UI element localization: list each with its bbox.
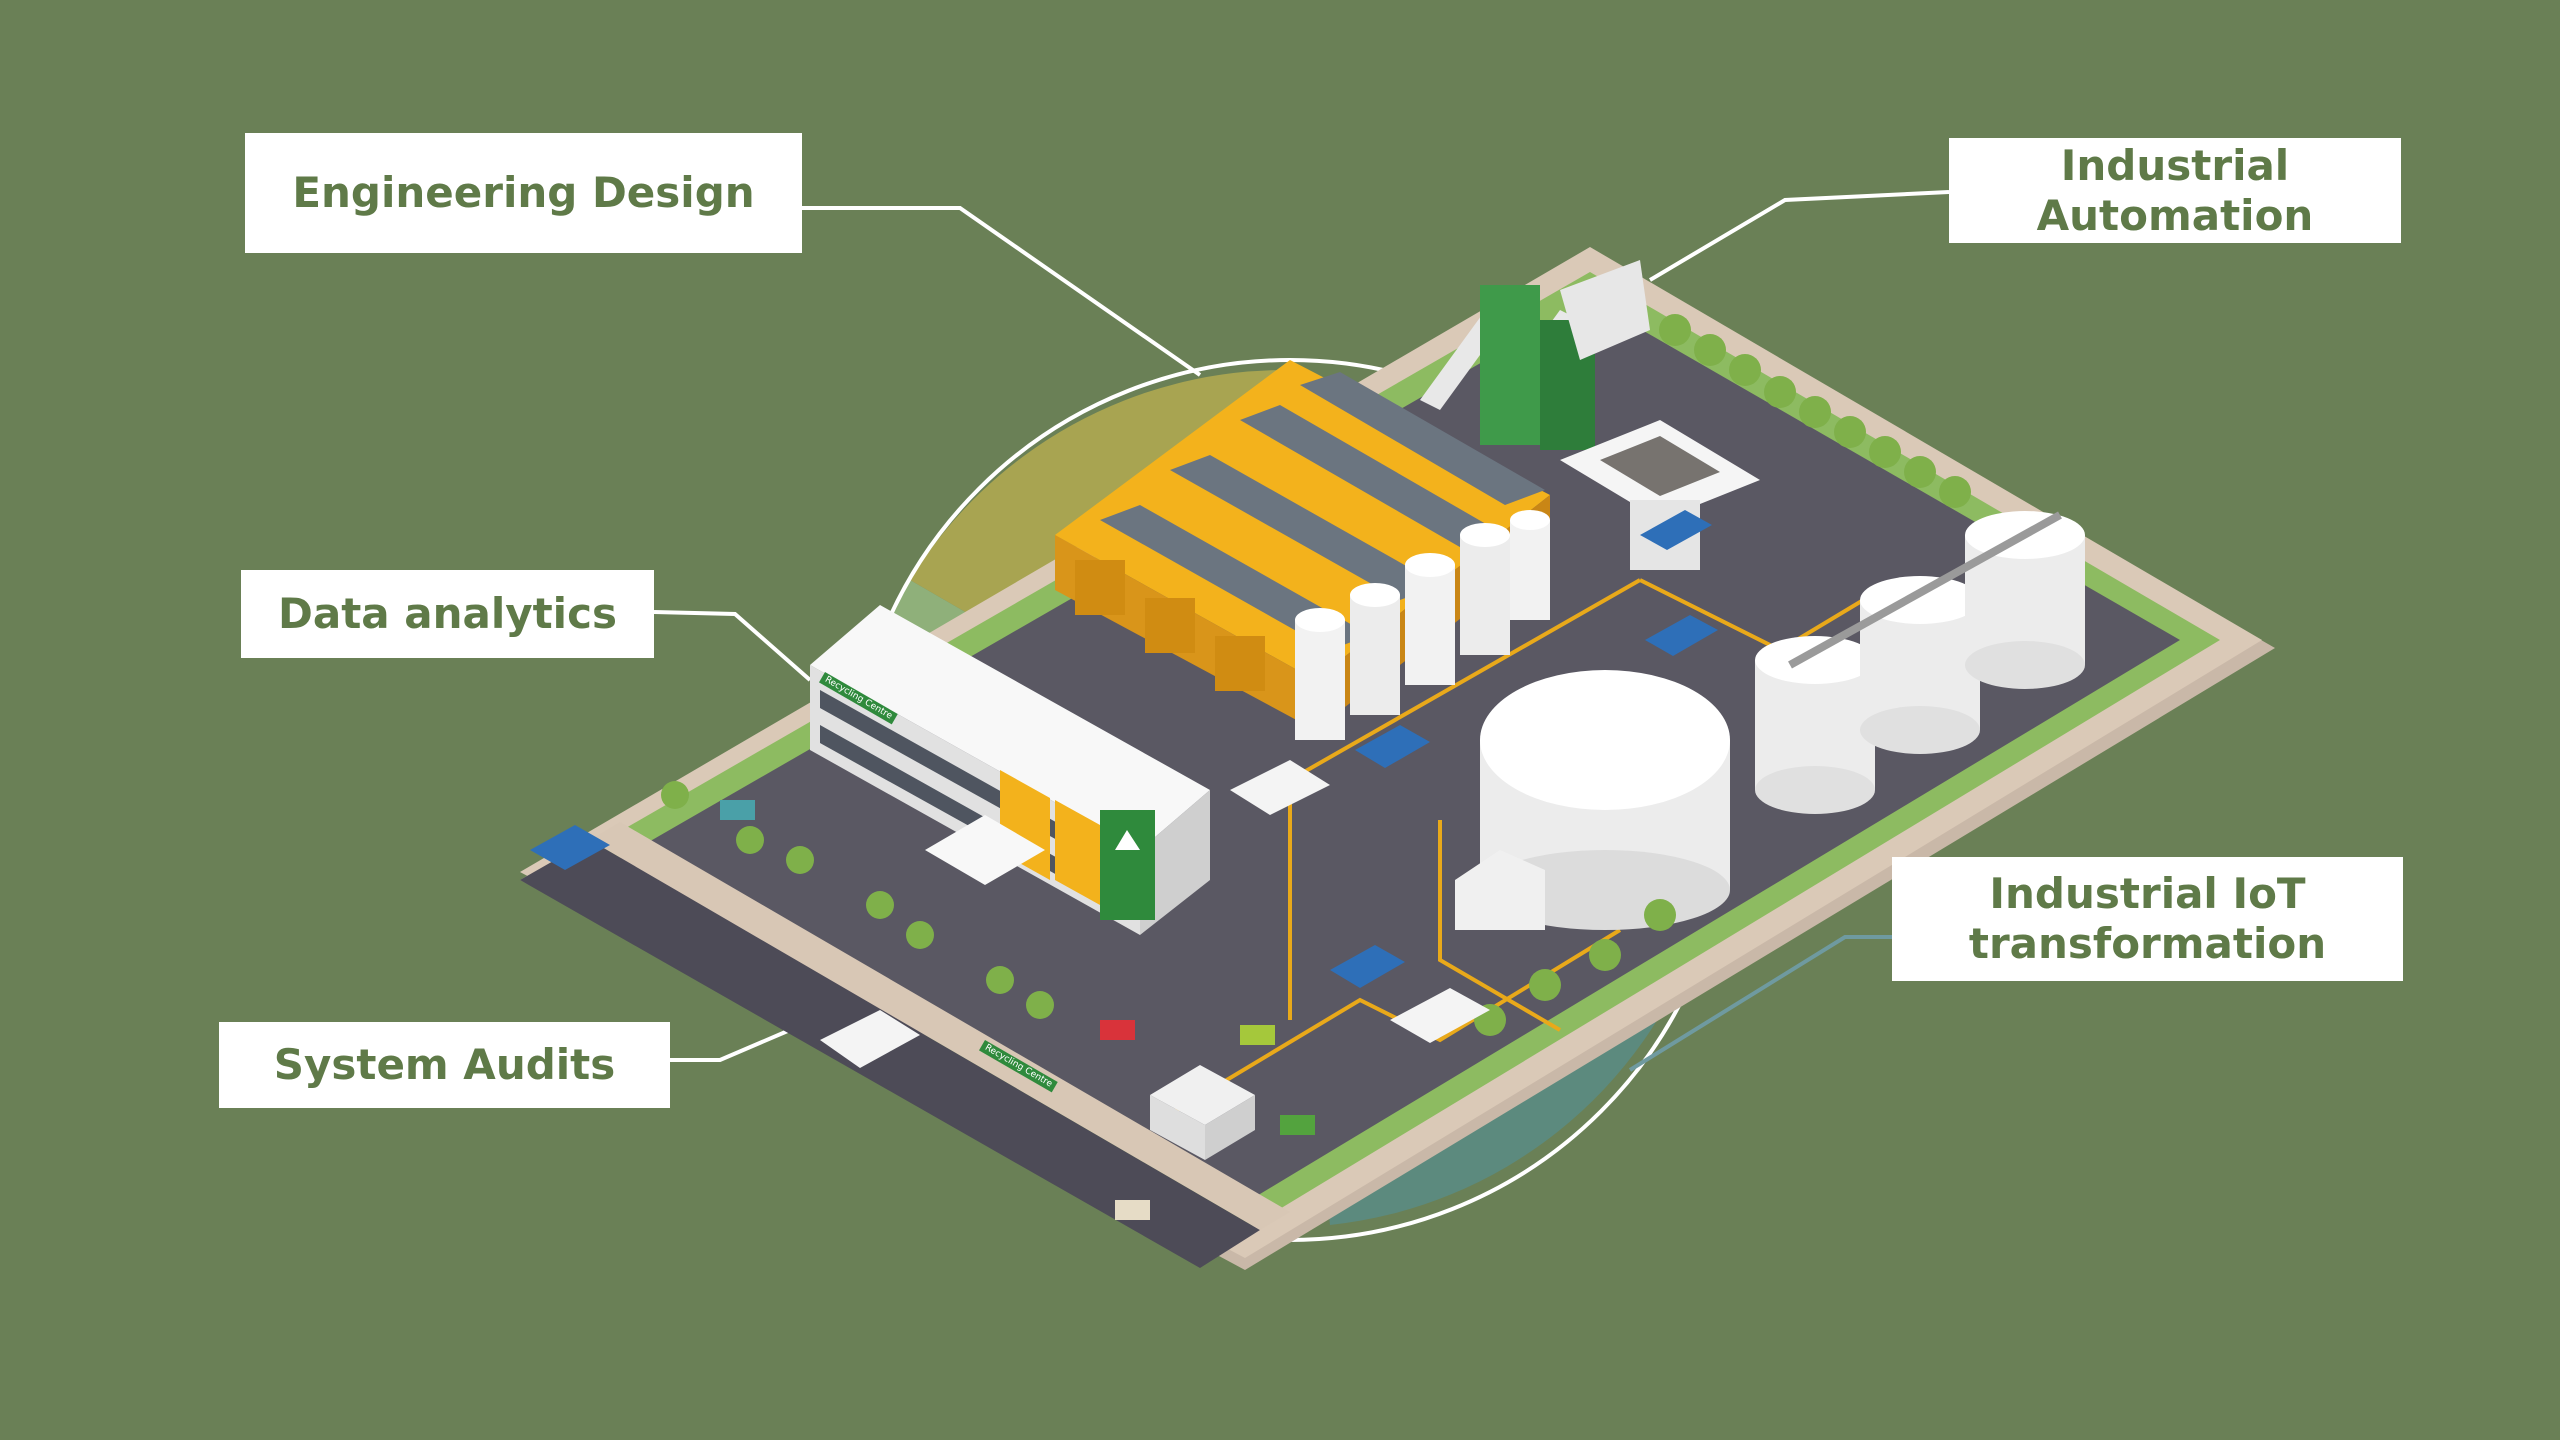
automation-connector bbox=[1648, 190, 1950, 282]
garbage-truck-5 bbox=[1640, 510, 1712, 550]
audits-connector bbox=[670, 1028, 791, 1062]
lorry-2 bbox=[1390, 988, 1490, 1043]
car-red bbox=[1100, 1020, 1135, 1040]
garbage-truck-1 bbox=[530, 825, 610, 870]
industrial-automation-label: Industrial Automation bbox=[1949, 138, 2401, 243]
industrial-iot-line2: transformation bbox=[1968, 919, 2327, 968]
lorry-1 bbox=[1230, 760, 1330, 815]
lorry-3 bbox=[820, 1010, 920, 1068]
office-building bbox=[810, 605, 1210, 935]
vehicles bbox=[530, 510, 1718, 1220]
garbage-truck-4 bbox=[1330, 945, 1405, 988]
engineering-design-label: Engineering Design bbox=[245, 133, 802, 253]
data-analytics-label: Data analytics bbox=[241, 570, 654, 658]
engineering-connector bbox=[802, 206, 1202, 377]
connector-lines bbox=[653, 190, 1950, 1072]
street bbox=[520, 840, 1260, 1268]
sidewalk bbox=[590, 822, 1290, 1230]
industrial-automation-line1: Industrial bbox=[2060, 140, 2290, 190]
system-audits-text: System Audits bbox=[273, 1040, 616, 1089]
car-green bbox=[1280, 1115, 1315, 1135]
car-teal bbox=[720, 800, 755, 820]
industrial-automation-line2: Automation bbox=[2036, 190, 2314, 240]
system-audits-label: System Audits bbox=[219, 1022, 670, 1108]
digester-dome bbox=[1455, 670, 1730, 930]
garbage-truck-3 bbox=[1645, 615, 1718, 656]
gatehouse bbox=[1150, 1065, 1255, 1160]
industrial-iot-label: Industrial IoT transformation bbox=[1892, 857, 2403, 981]
car-lime bbox=[1240, 1025, 1275, 1045]
industrial-iot-line1: Industrial IoT bbox=[1989, 869, 2306, 918]
silo-row bbox=[1295, 510, 1550, 740]
conveyor-towers bbox=[1420, 260, 1650, 450]
storage-tanks bbox=[1755, 511, 2085, 814]
analytics-connector bbox=[653, 610, 812, 682]
data-analytics-text: Data analytics bbox=[278, 589, 617, 638]
car-beige bbox=[1115, 1200, 1150, 1220]
trees bbox=[661, 314, 1971, 1036]
engineering-design-text: Engineering Design bbox=[292, 168, 755, 217]
garbage-truck-2 bbox=[1355, 725, 1430, 768]
iot-connector bbox=[1628, 935, 1892, 1072]
